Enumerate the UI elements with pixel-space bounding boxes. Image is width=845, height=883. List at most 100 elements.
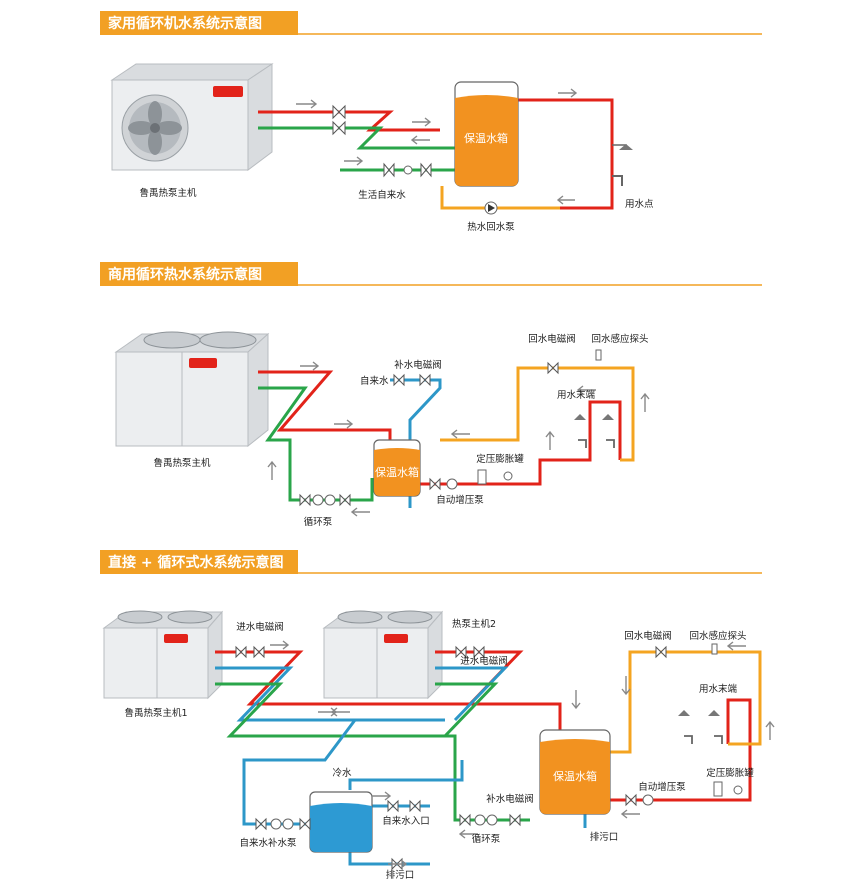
section2-makeup-valve-label: 补水电磁阀 — [394, 359, 442, 371]
faucet-icon — [578, 439, 615, 448]
section1-tank-label: 保温水箱 — [464, 131, 508, 145]
pump-icon — [282, 818, 294, 830]
expansion-tank-icon — [477, 469, 487, 485]
section1-pump-label: 热水回水泵 — [467, 221, 515, 233]
section3-drain2-label: 排污口 — [590, 831, 619, 843]
section2-outlet-label: 用水末端 — [557, 389, 596, 401]
section3-makeup-valve-label: 补水电磁阀 — [486, 793, 534, 805]
brand-logo-icon — [213, 86, 243, 97]
fan-icon — [117, 610, 163, 624]
section2-header-bar — [100, 262, 298, 286]
shower-icon — [574, 414, 614, 420]
section2-supply-pipe — [420, 400, 622, 486]
section3-expansion-label: 定压膨胀罐 — [706, 767, 754, 779]
section2-tank: 保温水箱 — [373, 439, 421, 497]
flow-arrows — [267, 361, 650, 517]
section1-circulation-pipe — [440, 186, 560, 210]
sensor-icon — [711, 643, 718, 655]
filter-icon — [403, 165, 413, 175]
section3-return-sensor-label: 回水感应探头 — [689, 630, 746, 642]
flow-arrows — [270, 640, 775, 869]
section3-cold-pipe-1 — [215, 666, 445, 722]
section1: 家用循环机水系统示意图 鲁禹热泵主机 — [100, 11, 762, 233]
section2-hot-pipe — [258, 370, 392, 448]
section3-tank-label: 保温水箱 — [553, 769, 597, 783]
pump-icon — [642, 794, 654, 806]
section1-header-bar — [100, 11, 298, 35]
valve-icon — [332, 104, 432, 178]
section1-title: 家用循环机水系统示意图 — [108, 15, 262, 32]
section2-return-valve-label: 回水电磁阀 — [528, 333, 576, 345]
section3: 直接 + 循环式水系统示意图 — [100, 550, 775, 881]
section3-return-valve-label: 回水电磁阀 — [624, 630, 672, 642]
section1-return-pipe — [258, 126, 455, 150]
section2-expansion-label: 定压膨胀罐 — [476, 453, 524, 465]
section3-outlet-label: 用水末端 — [699, 683, 738, 695]
section2-circulation-pipe — [440, 366, 635, 462]
section3-inlet-valve2-label: 进水电磁阀 — [460, 655, 508, 667]
section2-return-pipe — [258, 386, 374, 502]
section1-tap-label: 生活自来水 — [358, 189, 406, 201]
faucet-icon — [684, 735, 723, 744]
section3-cold-water-label: 冷水 — [332, 767, 352, 779]
section2: 商用循环热水系统示意图 鲁禹热泵主机 保温水箱 — [100, 262, 762, 528]
section3-cold-pipe-2 — [435, 666, 509, 722]
pump-icon — [446, 478, 458, 490]
section3-booster-label: 自动增压泵 — [638, 781, 686, 793]
brand-logo-icon — [164, 634, 188, 643]
section3-hot-pipe-1 — [215, 650, 562, 730]
section3-circ-pump-label: 循环泵 — [472, 833, 501, 845]
section3-header-bar — [100, 550, 298, 574]
section3-circulation-pipe — [610, 650, 762, 754]
pump-icon — [312, 494, 324, 506]
pump-icon — [324, 494, 336, 506]
fan-icon — [337, 610, 383, 624]
section2-circ-pump-label: 循环泵 — [304, 516, 333, 528]
faucet-icon — [612, 175, 623, 186]
section3-heat-pump-unit-1 — [102, 610, 224, 700]
section3-heat-pump-unit-2 — [322, 610, 444, 700]
fan-icon — [199, 331, 257, 349]
section3-tap-inlet-label: 自来水入口 — [382, 815, 430, 827]
sensor-icon — [595, 349, 602, 361]
fan-icon — [143, 331, 201, 349]
expansion-tank-icon — [713, 781, 723, 797]
section1-tank: 保温水箱 — [454, 81, 519, 187]
fan-icon — [167, 610, 213, 624]
section3-cold-tank — [309, 791, 373, 853]
pump-icon — [486, 814, 498, 826]
section2-unit-label: 鲁禹热泵主机 — [153, 457, 211, 469]
shower-icon — [678, 710, 720, 716]
section3-return-pipe-2 — [435, 682, 499, 738]
section1-outlet-label: 用水点 — [625, 198, 654, 210]
section3-tap-makeup-pump-label: 自来水补水泵 — [239, 837, 297, 849]
section3-drain-label: 排污口 — [386, 869, 415, 881]
gauge-icon — [503, 471, 513, 481]
brand-logo-icon — [384, 634, 408, 643]
flow-arrows — [296, 88, 578, 205]
section1-heat-pump-unit — [110, 63, 274, 171]
section3-drain-pipe — [348, 852, 430, 866]
section2-makeup-pipe — [390, 378, 442, 440]
gauge-icon — [733, 785, 743, 795]
section3-hot-tank: 保温水箱 — [539, 729, 611, 815]
section2-return-sensor-label: 回水感应探头 — [591, 333, 648, 345]
section2-title: 商用循环热水系统示意图 — [108, 266, 262, 283]
section1-supply-pipe — [518, 98, 614, 210]
brand-logo-icon — [189, 358, 217, 368]
section1-unit-label: 鲁禹热泵主机 — [139, 187, 197, 199]
section2-tank-label: 保温水箱 — [375, 465, 419, 479]
section3-inlet-valve-label: 进水电磁阀 — [236, 621, 284, 633]
fan-icon — [128, 101, 182, 155]
section1-hot-pipe — [258, 110, 440, 132]
section2-heat-pump-unit — [114, 331, 270, 448]
shower-icon — [612, 144, 633, 150]
section3-cold-out-pipe — [348, 760, 464, 790]
section3-unit1-label: 鲁禹热泵主机1 — [124, 707, 187, 719]
section3-unit2-label: 热泵主机2 — [452, 618, 496, 630]
section3-supply-pipe — [610, 698, 752, 802]
section2-tap-label: 自来水 — [360, 375, 389, 387]
valve-icon — [235, 645, 667, 871]
valve-icon — [299, 361, 559, 507]
